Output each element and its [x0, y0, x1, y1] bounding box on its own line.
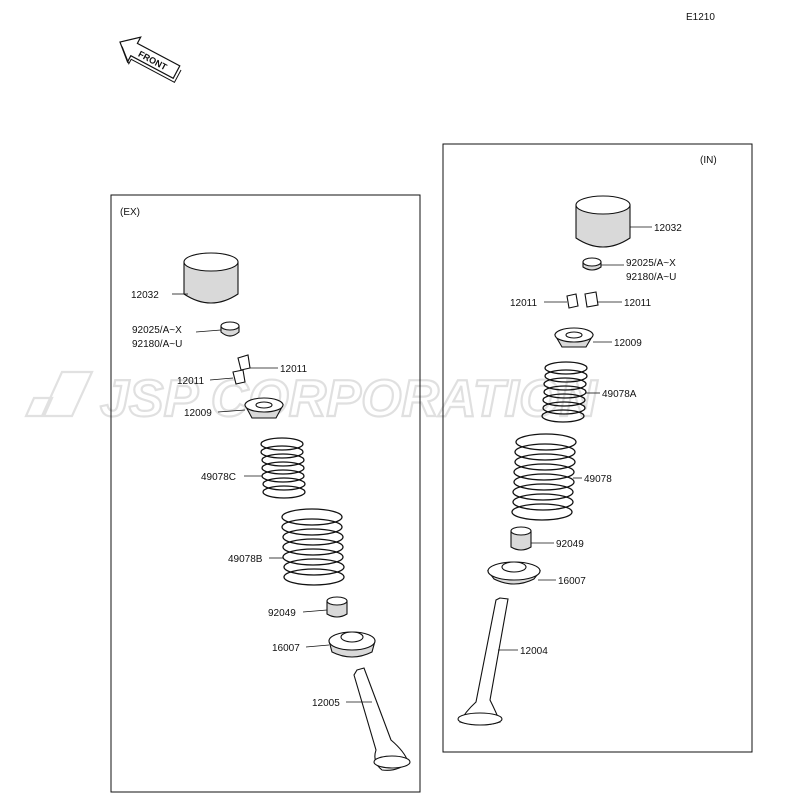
- in-label-shim-b: 92180/A~U: [626, 272, 676, 283]
- in-label-lifter: 12032: [654, 223, 682, 234]
- ex-panel-title: (EX): [120, 207, 140, 218]
- ex-valve-stem-seal: [326, 596, 348, 618]
- ex-label-retainer: 12009: [184, 408, 212, 419]
- ex-panel: (EX) 12032 92025/A~X 92180/A~U 12011 120…: [110, 194, 421, 793]
- watermark: JSP CORPORATION: [24, 369, 599, 429]
- in-spring-seat: [486, 561, 542, 585]
- ex-outer-spring: [281, 508, 345, 586]
- ex-label-shim-a: 92025/A~X: [132, 325, 182, 336]
- ex-valve-lifter: [183, 252, 239, 304]
- ex-label-lifter: 12032: [131, 290, 159, 301]
- in-label-seat: 16007: [558, 576, 586, 587]
- in-valve-lifter: [575, 195, 631, 248]
- in-panel-title: (IN): [700, 155, 717, 166]
- diagram-code: E1210: [686, 12, 715, 23]
- in-label-retainer: 12009: [614, 338, 642, 349]
- in-label-shim-a: 92025/A~X: [626, 258, 676, 269]
- ex-label-shim-b: 92180/A~U: [132, 339, 182, 350]
- ex-label-cotter-l: 12011: [177, 376, 205, 387]
- ex-label-seat: 16007: [272, 643, 300, 654]
- in-label-valve: 12004: [520, 646, 548, 657]
- in-label-seal: 92049: [556, 539, 584, 550]
- in-label-cotter-l: 12011: [510, 298, 538, 309]
- ex-shim: [220, 321, 240, 337]
- in-panel-frame: [442, 143, 753, 753]
- ex-spring-retainer: [244, 397, 284, 419]
- in-cotters: [566, 291, 599, 309]
- ex-label-spring-outer: 49078B: [228, 554, 263, 565]
- in-valve-stem-seal: [510, 526, 532, 551]
- in-label-spring-outer: 49078: [584, 474, 612, 485]
- in-label-spring-inner: 49078A: [602, 389, 637, 400]
- ex-inner-spring: [260, 437, 306, 499]
- watermark-text: JSP CORPORATION: [100, 370, 598, 428]
- in-intake-valve: [457, 597, 509, 726]
- in-outer-spring: [511, 433, 577, 521]
- in-spring-retainer: [554, 327, 594, 348]
- ex-spring-seat: [328, 631, 376, 658]
- in-panel: (IN) 12032 92025/A~X 92180/A~U 12011 120…: [442, 143, 753, 753]
- front-arrow-icon: FRONT: [119, 36, 182, 83]
- in-shim: [582, 257, 602, 271]
- in-label-cotter-r: 12011: [624, 298, 652, 309]
- ex-label-seal: 92049: [268, 608, 296, 619]
- ex-exhaust-valve: [353, 667, 411, 771]
- ex-label-cotter-r: 12011: [280, 364, 308, 375]
- ex-panel-frame: [110, 194, 421, 793]
- ex-label-valve: 12005: [312, 698, 340, 709]
- ex-label-spring-inner: 49078C: [201, 472, 236, 483]
- in-inner-spring: [541, 361, 588, 423]
